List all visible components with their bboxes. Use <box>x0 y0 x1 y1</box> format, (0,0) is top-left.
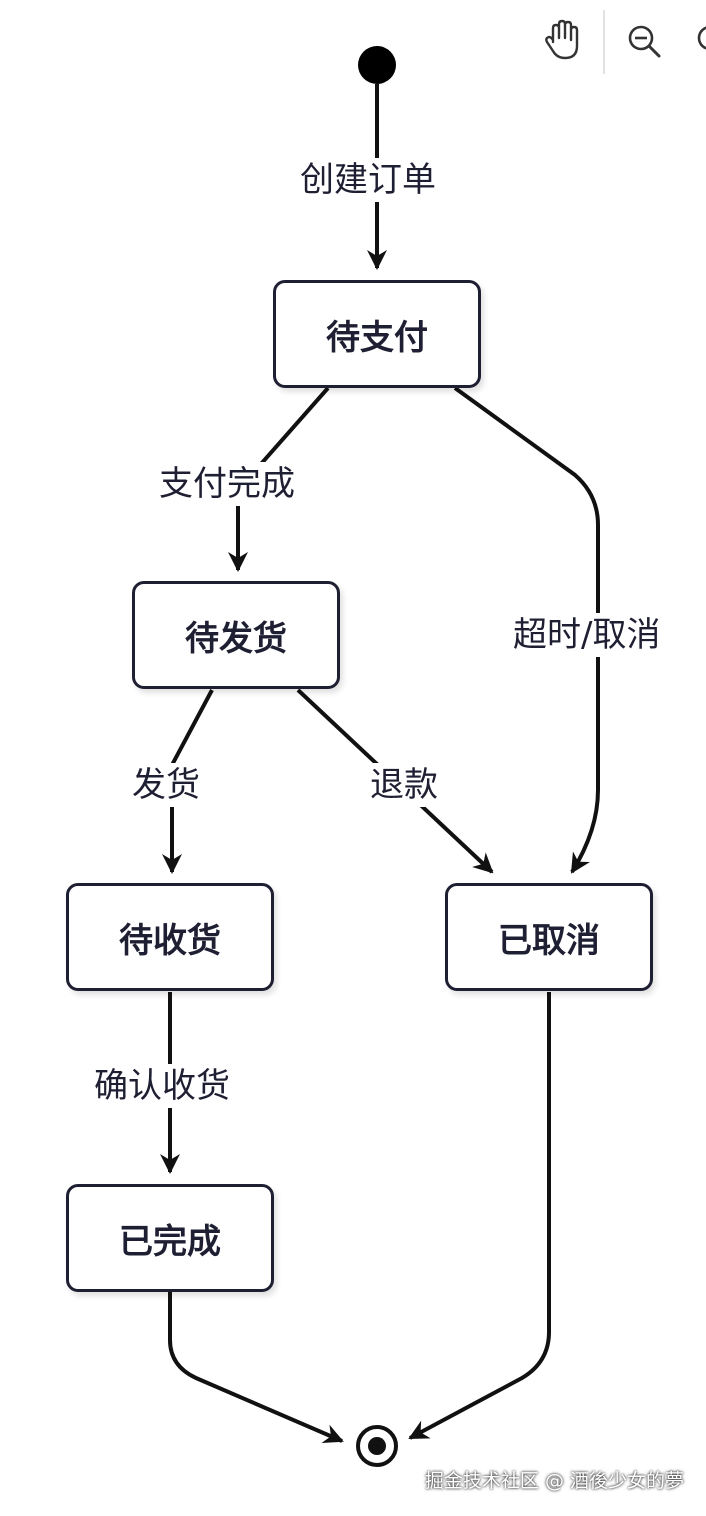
edge-label-refund: 退款 <box>368 763 440 807</box>
state-label: 已取消 <box>498 920 600 961</box>
state-label: 待发货 <box>185 618 287 659</box>
state-pending-shipment[interactable]: 待发货 <box>132 581 340 689</box>
edge-completed-to-end <box>168 1292 344 1444</box>
zoom-icon[interactable] <box>694 22 706 66</box>
state-label: 待收货 <box>119 920 221 961</box>
edge-timeout-cancel <box>453 386 600 874</box>
state-pending-receipt[interactable]: 待收货 <box>66 883 274 991</box>
hand-icon[interactable] <box>543 18 583 66</box>
toolbar-divider <box>603 10 605 74</box>
state-pending-payment[interactable]: 待支付 <box>273 280 481 388</box>
edge-label-create-order: 创建订单 <box>298 158 438 202</box>
edge-label-confirm-receipt: 确认收货 <box>92 1064 232 1108</box>
watermark: 掘金技术社区 @ 酒後少女的夢 <box>424 1470 684 1492</box>
zoom-out-icon[interactable] <box>625 22 665 66</box>
edge-cancelled-to-end <box>408 992 551 1440</box>
state-completed[interactable]: 已完成 <box>66 1184 274 1292</box>
state-label: 已完成 <box>119 1221 221 1262</box>
state-label: 待支付 <box>326 317 428 358</box>
edge-label-timeout-cancel: 超时/取消 <box>511 613 663 657</box>
edge-label-ship: 发货 <box>130 763 202 807</box>
edge-label-payment-done: 支付完成 <box>157 462 297 506</box>
initial-state <box>358 46 396 84</box>
state-cancelled[interactable]: 已取消 <box>445 883 653 991</box>
